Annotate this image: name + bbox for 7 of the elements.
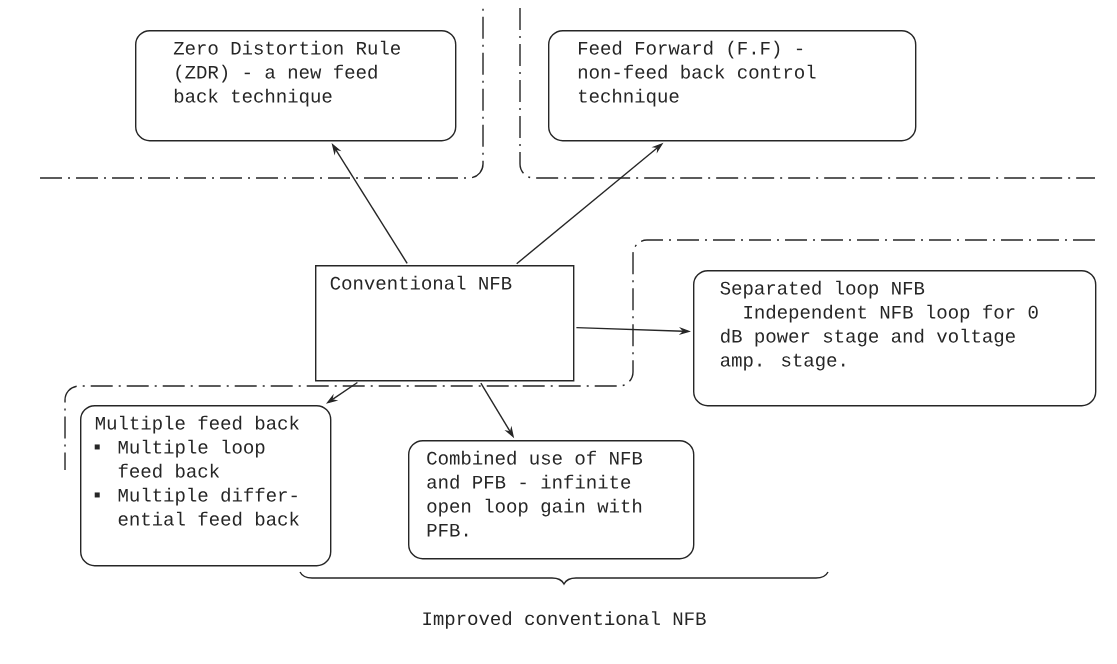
concept-box: Multiple feed back Multiple loop feed back Multiple differ- ential feed back [80,405,332,567]
concept-box: Combined use of NFB and PFB - infinite open loop gain with PFB. [408,440,695,560]
concept-box: Feed Forward (F.F) - non-feed back control technique [548,30,917,142]
concept-box: Zero Distortion Rule (ZDR) - a new feed back technique [135,30,457,142]
process-box: Conventional NFB [315,265,575,382]
group-label: Improved conventional NFB [423,611,706,629]
concept-box: Separated loop NFB Independent NFB loop for 0 dB power stage and voltage amp. stage. [693,270,1097,407]
